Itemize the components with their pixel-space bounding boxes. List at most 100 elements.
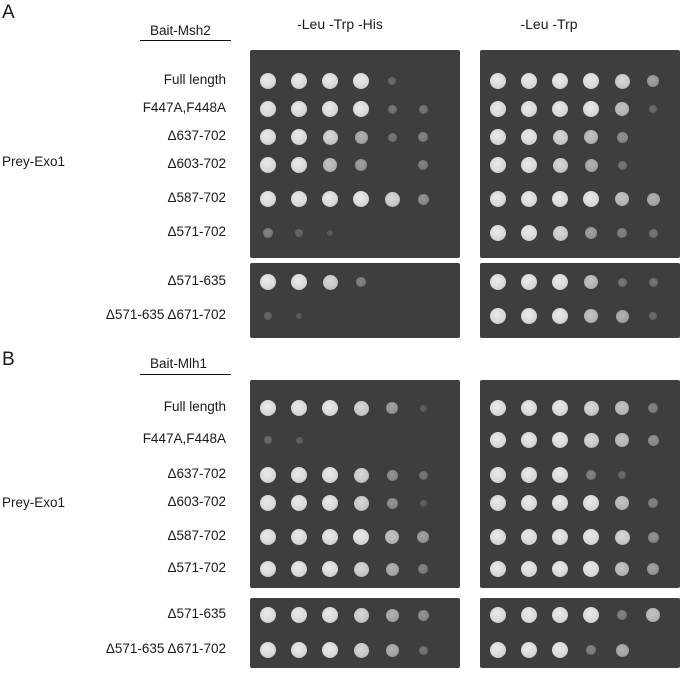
yeast-colony xyxy=(490,73,506,89)
yeast-colony xyxy=(323,158,337,172)
yeast-colony xyxy=(322,495,338,511)
yeast-colony xyxy=(355,159,367,171)
yeast-colony xyxy=(521,157,537,173)
yeast-colony xyxy=(353,607,369,623)
yeast-colony xyxy=(260,495,276,511)
yeast-colony xyxy=(291,642,307,658)
yeast-colony xyxy=(552,73,568,89)
yeast-colony xyxy=(617,277,627,287)
yeast-colony xyxy=(490,467,506,483)
yeast-colony xyxy=(263,228,273,238)
yeast-colony xyxy=(353,495,369,511)
yeast-colony xyxy=(552,561,568,577)
yeast-colony xyxy=(490,157,506,173)
yeast-colony xyxy=(521,129,537,145)
bait-label: Bait-Mlh1 xyxy=(150,356,208,371)
construct-label: Δ587-702 xyxy=(167,528,226,543)
yeast-colony xyxy=(353,467,369,483)
yeast-colony xyxy=(353,191,369,207)
yeast-colony xyxy=(583,607,599,623)
yeast-colony xyxy=(326,229,334,237)
yeast-colony xyxy=(615,562,629,576)
yeast-colony xyxy=(490,642,506,658)
yeast-colony xyxy=(260,274,276,290)
yeast-colony xyxy=(353,529,369,545)
yeast-colony xyxy=(322,101,338,117)
yeast-colony xyxy=(552,607,568,623)
yeast-colony xyxy=(291,607,307,623)
yeast-colony xyxy=(615,643,629,657)
yeast-colony xyxy=(552,191,568,207)
yeast-colony xyxy=(291,529,307,545)
yeast-colony xyxy=(322,129,338,145)
construct-label: Δ571-702 xyxy=(167,224,226,239)
yeast-colony xyxy=(490,607,506,623)
yeast-colony xyxy=(353,561,369,577)
yeast-colony xyxy=(418,160,428,170)
construct-label: Δ637-702 xyxy=(167,466,226,481)
yeast-colony xyxy=(617,160,627,170)
selective-plate xyxy=(250,380,460,588)
yeast-colony xyxy=(417,193,429,205)
bait-underline xyxy=(140,374,231,375)
yeast-colony xyxy=(419,499,427,507)
yeast-colony xyxy=(417,609,429,621)
yeast-colony xyxy=(648,498,658,508)
yeast-colony xyxy=(615,496,629,510)
yeast-colony xyxy=(552,529,568,545)
control-plate xyxy=(480,380,680,588)
yeast-colony xyxy=(521,467,537,483)
yeast-colony xyxy=(260,561,276,577)
yeast-colony xyxy=(490,225,506,241)
yeast-colony xyxy=(291,495,307,511)
yeast-colony xyxy=(552,157,568,173)
yeast-colony xyxy=(260,642,276,658)
yeast-colony xyxy=(552,274,568,290)
column-header-selective: -Leu -Trp -His xyxy=(297,16,383,32)
yeast-colony xyxy=(583,432,599,448)
yeast-colony xyxy=(353,73,369,89)
yeast-colony xyxy=(583,400,599,416)
yeast-colony xyxy=(586,645,596,655)
yeast-colony xyxy=(584,309,598,323)
yeast-colony xyxy=(647,75,659,87)
yeast-colony xyxy=(356,277,366,287)
yeast-colony xyxy=(418,132,428,142)
yeast-colony xyxy=(353,101,369,117)
yeast-colony xyxy=(583,191,599,207)
construct-label: Δ603-702 xyxy=(167,156,226,171)
yeast-colony xyxy=(385,562,399,576)
yeast-colony xyxy=(648,277,658,287)
yeast-colony xyxy=(552,467,568,483)
yeast-colony xyxy=(295,436,303,444)
yeast-colony xyxy=(552,101,568,117)
bait-label: Bait-Msh2 xyxy=(150,23,211,38)
yeast-colony xyxy=(615,309,629,323)
yeast-colony xyxy=(295,312,303,320)
yeast-colony xyxy=(617,610,627,620)
yeast-colony xyxy=(387,132,397,142)
yeast-colony xyxy=(417,531,429,543)
yeast-colony xyxy=(295,229,303,237)
column-header-control: -Leu -Trp xyxy=(520,16,578,32)
yeast-colony xyxy=(521,561,537,577)
selective-plate xyxy=(250,598,460,668)
panel-letter: A xyxy=(2,2,15,23)
control-plate xyxy=(480,263,680,338)
yeast-colony xyxy=(648,403,658,413)
yeast-colony xyxy=(291,400,307,416)
yeast-colony xyxy=(648,228,658,238)
yeast-colony xyxy=(552,642,568,658)
panel-letter: B xyxy=(2,349,15,370)
yeast-colony xyxy=(387,104,397,114)
yeast-colony xyxy=(584,275,598,289)
construct-label: Δ571-702 xyxy=(167,560,226,575)
yeast-colony xyxy=(260,157,276,173)
yeast-colony xyxy=(647,563,659,575)
yeast-colony xyxy=(646,192,660,206)
yeast-colony xyxy=(291,157,307,173)
yeast-colony xyxy=(615,401,629,415)
yeast-colony xyxy=(418,564,428,574)
yeast-colony xyxy=(260,467,276,483)
construct-label: F447A,F448A xyxy=(142,100,226,115)
